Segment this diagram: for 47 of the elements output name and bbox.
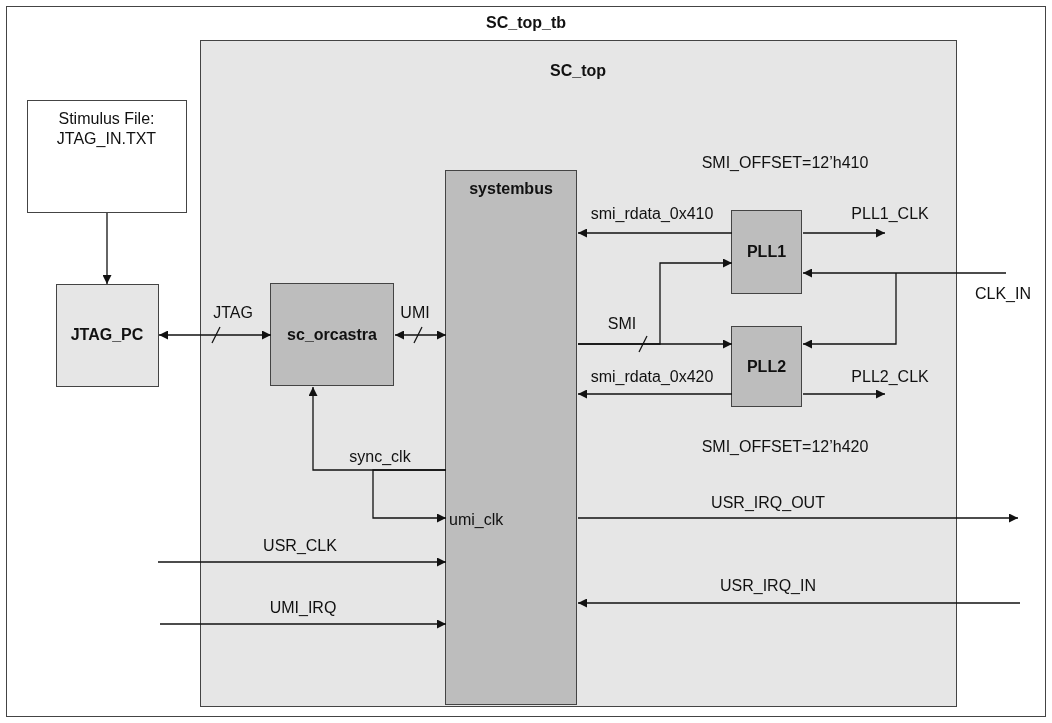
edge-label: CLK_IN	[975, 286, 1031, 302]
edge-label: USR_IRQ_OUT	[711, 495, 825, 511]
testbench-frame	[6, 6, 1046, 717]
pll-box	[731, 326, 802, 407]
connector-arrow	[158, 330, 272, 340]
block-title: JTAG_PC	[70, 325, 144, 345]
connector-arrow	[157, 557, 447, 567]
edge-label: USR_IRQ_IN	[720, 578, 816, 594]
connector-arrow	[577, 258, 733, 345]
block-title: PLL1	[746, 242, 787, 262]
block-title: SC_top_tb	[486, 13, 566, 33]
edge-label: sync_clk	[349, 449, 411, 465]
bus-block	[445, 170, 577, 705]
block-title: systembus	[469, 179, 553, 199]
connector-arrow	[802, 272, 897, 349]
connector-arrow	[394, 330, 447, 340]
connector-arrow	[577, 598, 1021, 608]
module-frame	[199, 39, 957, 707]
port-label: umi_clk	[449, 512, 504, 528]
connector-arrow	[802, 389, 886, 399]
block-title: SC_top	[550, 60, 606, 81]
edge-label: SMI	[607, 316, 637, 332]
file-label: Stimulus File: JTAG_IN.TXT	[55, 108, 158, 149]
connector-arrow	[159, 619, 447, 629]
connector-arrow	[577, 228, 733, 238]
edge-label: UMI	[400, 305, 430, 321]
edge-label: PLL1_CLK	[851, 206, 929, 222]
edge-label: smi_rdata_0x410	[590, 206, 714, 222]
connector-arrow	[802, 268, 1007, 278]
edge-label: UMI_IRQ	[269, 600, 337, 616]
edge-label: JTAG	[213, 305, 253, 321]
file-box	[26, 99, 187, 213]
block-title: PLL2	[746, 356, 787, 377]
edge-label: USR_CLK	[263, 538, 337, 554]
block-box	[270, 283, 394, 386]
block-title: sc_orcastra	[287, 324, 377, 345]
edge-label: PLL2_CLK	[851, 369, 929, 385]
note-label: SMI_OFFSET=12’h410	[701, 155, 869, 171]
connector-arrow	[577, 389, 733, 399]
edge-label: smi_rdata_0x420	[590, 369, 714, 385]
connector-arrow	[372, 469, 447, 523]
connector-arrow	[577, 513, 1019, 523]
pll-box	[731, 210, 802, 294]
connector-arrow	[102, 212, 112, 285]
connector-arrow	[802, 228, 886, 238]
block-box	[55, 283, 159, 387]
note-label: SMI_OFFSET=12’h420	[701, 439, 869, 455]
